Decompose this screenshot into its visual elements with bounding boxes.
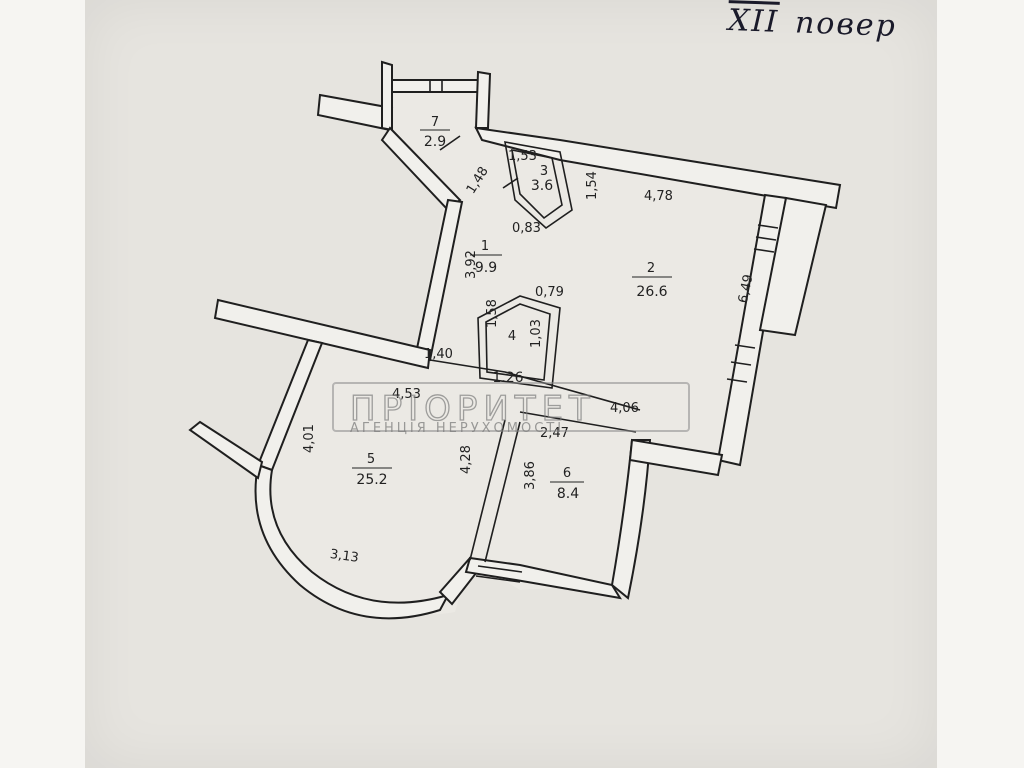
outer-wall-room6-right — [610, 439, 652, 600]
window-right-lower — [726, 344, 756, 383]
dim-4-28: 4,28 — [459, 445, 474, 474]
window-right-upper — [753, 224, 779, 253]
dim-1-40: 1,40 — [424, 347, 453, 362]
outer-wall-room5-corner — [188, 420, 264, 480]
room-2-number: 2 — [647, 261, 655, 276]
closet-room3-inner — [511, 148, 563, 220]
closet-room3 — [504, 141, 573, 230]
room-5-area: 25.2 — [356, 472, 387, 488]
dim-0-83: 0,83 — [512, 221, 541, 236]
room-3-number: 3 — [540, 164, 548, 179]
closet-room4-inner — [485, 303, 551, 381]
outer-wall-closet7-left — [381, 60, 393, 132]
outer-wall-room5-arc — [254, 463, 451, 620]
room-4-number: 4 — [508, 329, 516, 344]
dim-1-03: 1,03 — [529, 319, 544, 348]
window-room6-bottom — [475, 565, 523, 583]
watermark-subtitle: АГЕНЦІЯ НЕРУХОМОСТІ — [350, 421, 564, 436]
outer-wall-room6-bottom — [464, 556, 623, 600]
dim-3-13: 3,13 — [329, 547, 360, 566]
outer-wall-bottom-right — [628, 438, 724, 477]
door-closet7 — [439, 135, 461, 151]
dim-6-49: 6,49 — [736, 273, 757, 304]
dim-4-53: 4,53 — [392, 387, 421, 402]
outer-wall-balcony-top — [316, 93, 394, 132]
outer-wall-right — [716, 193, 788, 467]
dim-4-01: 4,01 — [302, 424, 317, 453]
closet-room4 — [477, 295, 561, 389]
dim-3-86: 3,86 — [523, 461, 538, 490]
watermark-title: ПРІОРИТЕТ — [350, 389, 596, 429]
room-7-area: 2.9 — [424, 134, 446, 150]
room-2-area: 26.6 — [636, 284, 667, 300]
outer-wall-top — [474, 126, 842, 210]
dim-3-92: 3,92 — [464, 250, 479, 279]
room-6-area: 8.4 — [557, 486, 579, 502]
window-closet7 — [429, 80, 443, 92]
balcony-right — [758, 196, 828, 337]
dim-0-79: 0,79 — [535, 285, 564, 300]
room-1-number: 1 — [481, 239, 489, 254]
agency-watermark: ПРІОРИТЕТ АГЕНЦІЯ НЕРУХОМОСТІ — [332, 382, 690, 436]
partition-room6-top — [519, 411, 637, 433]
dim-1-54: 1,54 — [585, 171, 600, 200]
dim-4-06: 4,06 — [610, 401, 639, 416]
partition-room5-room6 — [469, 419, 521, 563]
partition-hall-top — [429, 359, 641, 411]
apartment-floor — [266, 92, 768, 615]
room-7-number: 7 — [431, 115, 439, 130]
door-room3 — [502, 177, 519, 189]
outer-wall-mid-left — [213, 298, 432, 370]
dim-4-78: 4,78 — [644, 189, 673, 204]
room-6-number: 6 — [563, 466, 571, 481]
dim-1-53: 1,53 — [508, 149, 537, 164]
watermark-frame — [332, 382, 690, 432]
outer-wall-closet7-top — [391, 79, 489, 93]
room-3-area: 3.6 — [531, 178, 553, 194]
outer-wall-closet7-right — [474, 70, 492, 129]
dim-1-58: 1,58 — [485, 299, 500, 328]
dim-2-47: 2,47 — [540, 426, 569, 441]
room-5-number: 5 — [367, 452, 375, 467]
room-1-area: 9.9 — [475, 260, 497, 276]
